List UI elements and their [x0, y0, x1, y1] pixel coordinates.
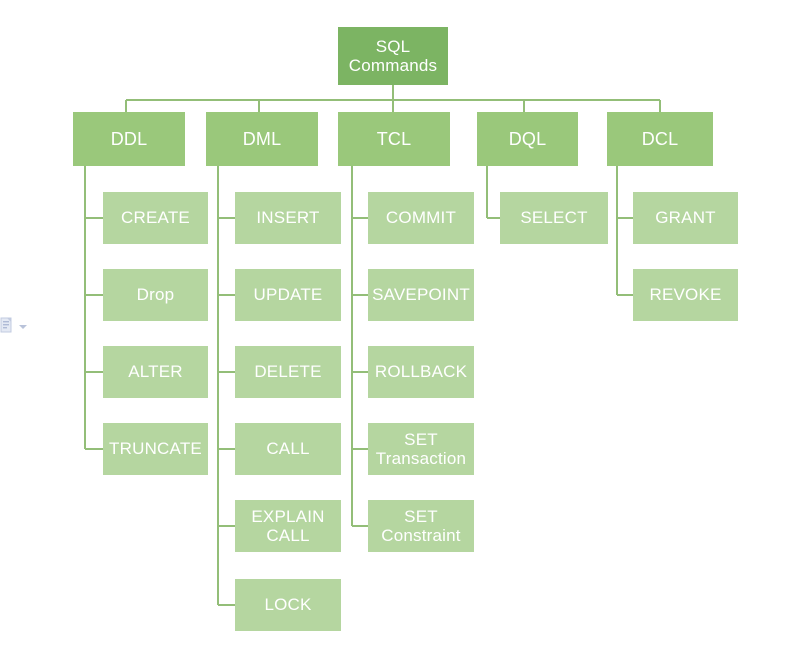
paste-options-icon[interactable] [0, 316, 34, 338]
node-leaf-drop[interactable]: Drop [103, 269, 208, 321]
node-leaf-explain-call[interactable]: EXPLAIN CALL [235, 500, 341, 552]
node-leaf-create[interactable]: CREATE [103, 192, 208, 244]
node-category-tcl[interactable]: TCL [338, 112, 450, 166]
node-leaf-select[interactable]: SELECT [500, 192, 608, 244]
node-category-dql[interactable]: DQL [477, 112, 578, 166]
node-leaf-rollback[interactable]: ROLLBACK [368, 346, 474, 398]
node-leaf-alter[interactable]: ALTER [103, 346, 208, 398]
node-category-dml[interactable]: DML [206, 112, 318, 166]
node-leaf-insert[interactable]: INSERT [235, 192, 341, 244]
node-leaf-revoke[interactable]: REVOKE [633, 269, 738, 321]
node-leaf-commit[interactable]: COMMIT [368, 192, 474, 244]
node-leaf-update[interactable]: UPDATE [235, 269, 341, 321]
node-leaf-delete[interactable]: DELETE [235, 346, 341, 398]
node-leaf-set-transaction[interactable]: SET Transaction [368, 423, 474, 475]
node-leaf-savepoint[interactable]: SAVEPOINT [368, 269, 474, 321]
node-leaf-truncate[interactable]: TRUNCATE [103, 423, 208, 475]
node-category-ddl[interactable]: DDL [73, 112, 185, 166]
node-leaf-grant[interactable]: GRANT [633, 192, 738, 244]
node-category-dcl[interactable]: DCL [607, 112, 713, 166]
node-leaf-set-constraint[interactable]: SET Constraint [368, 500, 474, 552]
node-leaf-lock[interactable]: LOCK [235, 579, 341, 631]
node-leaf-call[interactable]: CALL [235, 423, 341, 475]
node-sql-commands[interactable]: SQL Commands [338, 27, 448, 85]
